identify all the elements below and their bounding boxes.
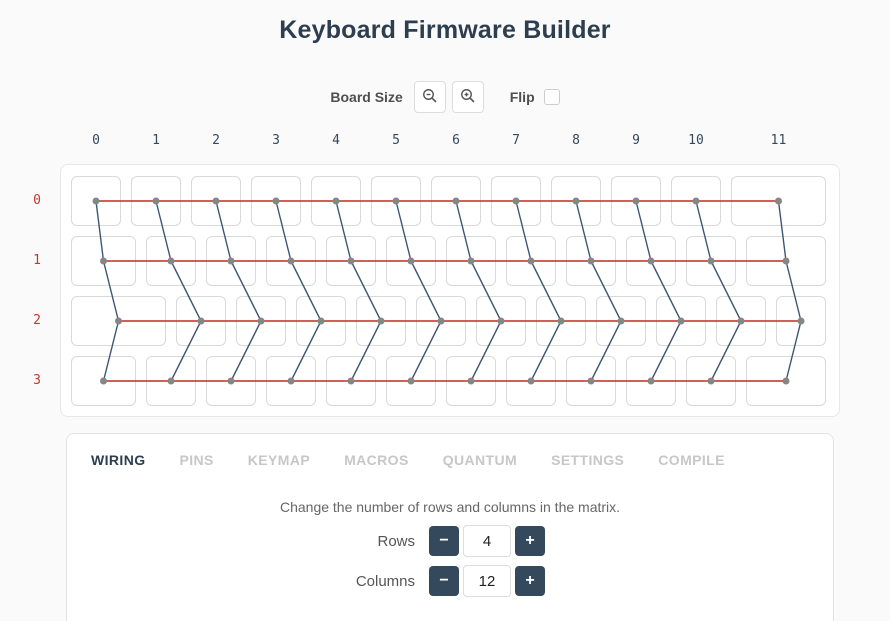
key-r2-c0[interactable] (71, 296, 166, 346)
key-r0-c0[interactable] (71, 176, 121, 226)
column-label-2: 2 (212, 133, 220, 148)
key-r3-c9[interactable] (626, 356, 676, 406)
key-r0-c4[interactable] (311, 176, 361, 226)
column-label-5: 5 (392, 133, 400, 148)
column-label-0: 0 (92, 133, 100, 148)
row-label-0: 0 (33, 193, 41, 208)
zoom-out-button[interactable] (413, 81, 446, 113)
key-r3-c3[interactable] (266, 356, 316, 406)
key-r2-c9[interactable] (656, 296, 706, 346)
key-r2-c2[interactable] (236, 296, 286, 346)
key-r0-c9[interactable] (611, 176, 661, 226)
key-r3-c4[interactable] (326, 356, 376, 406)
key-r1-c8[interactable] (566, 236, 616, 286)
key-r0-c3[interactable] (251, 176, 301, 226)
key-r3-c8[interactable] (566, 356, 616, 406)
tab-keymap[interactable]: KEYMAP (247, 452, 311, 468)
key-r1-c0[interactable] (71, 236, 136, 286)
zoom-in-button[interactable] (451, 81, 484, 113)
row-label-3: 3 (33, 373, 41, 388)
key-r1-c10[interactable] (686, 236, 736, 286)
tab-settings[interactable]: SETTINGS (551, 452, 625, 468)
rows-value-input[interactable] (463, 525, 511, 557)
row-label-2: 2 (33, 313, 41, 328)
rows-plus-button[interactable]: + (515, 526, 545, 556)
key-r1-c4[interactable] (326, 236, 376, 286)
tab-bar: WIRING PINS KEYMAP MACROS QUANTUM SETTINGS COM… (67, 452, 833, 468)
column-label-10: 10 (688, 133, 704, 148)
flip-checkbox[interactable] (543, 89, 560, 105)
key-r0-c1[interactable] (131, 176, 181, 226)
key-r3-c5[interactable] (386, 356, 436, 406)
key-r2-c5[interactable] (416, 296, 466, 346)
key-r3-c10[interactable] (686, 356, 736, 406)
column-label-8: 8 (572, 133, 580, 148)
key-r1-c2[interactable] (206, 236, 256, 286)
key-r3-c11[interactable] (746, 356, 826, 406)
key-r1-c5[interactable] (386, 236, 436, 286)
columns-plus-button[interactable]: + (515, 566, 545, 596)
key-r0-c7[interactable] (491, 176, 541, 226)
tab-macros[interactable]: MACROS (344, 452, 409, 468)
key-r3-c2[interactable] (206, 356, 256, 406)
key-r2-c6[interactable] (476, 296, 526, 346)
column-label-9: 9 (632, 133, 640, 148)
column-label-3: 3 (272, 133, 280, 148)
tab-wiring[interactable]: WIRING (91, 452, 146, 468)
matrix-area: 0 1 2 3 4 5 6 7 8 9 10 11 0 1 2 3 (0, 125, 890, 417)
columns-label: Columns (355, 572, 415, 590)
key-r0-c6[interactable] (431, 176, 481, 226)
key-r1-c1[interactable] (146, 236, 196, 286)
key-r2-c10[interactable] (716, 296, 766, 346)
row-label-1: 1 (33, 253, 41, 268)
page-title: Keyboard Firmware Builder (279, 16, 611, 44)
key-r2-c8[interactable] (596, 296, 646, 346)
column-label-7: 7 (512, 133, 520, 148)
tab-quantum[interactable]: QUANTUM (442, 452, 518, 468)
columns-stepper: Columns− + (42, 565, 808, 597)
key-r0-c11[interactable] (731, 176, 826, 226)
column-label-1: 1 (152, 133, 160, 148)
column-label-4: 4 (332, 133, 340, 148)
key-r0-c2[interactable] (191, 176, 241, 226)
key-r1-c7[interactable] (506, 236, 556, 286)
columns-minus-button[interactable]: − (429, 566, 459, 596)
key-r1-c6[interactable] (446, 236, 496, 286)
board-size-label: Board Size (330, 89, 403, 105)
zoom-in-icon (460, 88, 476, 107)
steppers: Rows− + Columns− + (67, 525, 833, 597)
bottom-panel: WIRING PINS KEYMAP MACROS QUANTUM SETTINGS COM… (66, 433, 834, 621)
panel-description: Change the number of rows and columns in… (279, 499, 621, 515)
column-label-6: 6 (452, 133, 460, 148)
rows-stepper: Rows− + (42, 525, 808, 557)
key-r0-c10[interactable] (671, 176, 721, 226)
key-r2-c4[interactable] (356, 296, 406, 346)
board-controls: Board Size Flip (0, 81, 890, 113)
tab-compile[interactable]: COMPILE (658, 452, 725, 468)
tab-pins[interactable]: PINS (179, 452, 214, 468)
key-r1-c11[interactable] (746, 236, 826, 286)
flip-label: Flip (509, 89, 535, 105)
key-r2-c3[interactable] (296, 296, 346, 346)
key-r0-c5[interactable] (371, 176, 421, 226)
key-r1-c9[interactable] (626, 236, 676, 286)
key-r1-c3[interactable] (266, 236, 316, 286)
key-r2-c11[interactable] (776, 296, 826, 346)
key-r2-c7[interactable] (536, 296, 586, 346)
key-r3-c1[interactable] (146, 356, 196, 406)
columns-value-input[interactable] (463, 565, 511, 597)
key-r3-c6[interactable] (446, 356, 496, 406)
rows-minus-button[interactable]: − (429, 526, 459, 556)
key-r0-c8[interactable] (551, 176, 601, 226)
key-r3-c0[interactable] (71, 356, 136, 406)
column-label-11: 11 (770, 133, 787, 148)
key-r3-c7[interactable] (506, 356, 556, 406)
rows-label: Rows (377, 532, 415, 550)
key-r2-c1[interactable] (176, 296, 226, 346)
zoom-out-icon (422, 88, 438, 107)
